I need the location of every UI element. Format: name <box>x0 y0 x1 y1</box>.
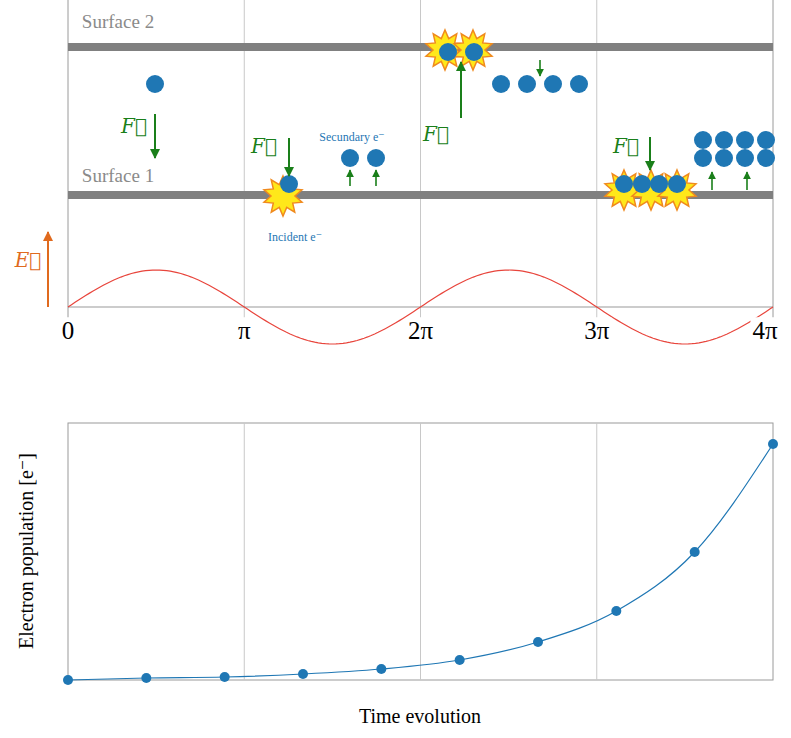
force-label: F⃗ <box>423 123 449 145</box>
electron <box>736 131 754 149</box>
tick-label: 2π <box>406 317 435 345</box>
electron <box>668 175 686 193</box>
data-point <box>455 655 465 665</box>
data-point <box>768 439 778 449</box>
grid-line <box>773 0 774 345</box>
force-label: F⃗ <box>251 135 277 157</box>
electron <box>341 149 359 167</box>
grid-line <box>244 0 245 345</box>
electron <box>518 75 536 93</box>
grid-line <box>68 0 69 345</box>
force-arrow <box>375 170 377 186</box>
electron <box>715 131 733 149</box>
field-label: E⃗ <box>15 249 42 271</box>
axis-title: Electron population [e⁻] <box>15 453 37 649</box>
electron <box>715 149 733 167</box>
impact-star <box>454 30 492 70</box>
electron <box>146 75 164 93</box>
surface-label: Surface 1 <box>82 166 154 187</box>
electron <box>544 75 562 93</box>
electron <box>694 149 712 167</box>
force-arrow <box>746 172 748 190</box>
grid-line <box>420 423 421 680</box>
electron <box>757 149 775 167</box>
force-arrow <box>711 172 713 190</box>
force-arrow <box>539 60 541 76</box>
force-arrow <box>288 138 290 176</box>
electron-label: Incident e⁻ <box>268 231 322 244</box>
data-point <box>611 606 621 616</box>
electron <box>633 175 651 193</box>
force-label: F⃗ <box>613 135 639 157</box>
chart-frame <box>68 423 773 680</box>
data-point <box>298 669 308 679</box>
electron <box>280 175 298 193</box>
electron-label: Secundary e⁻ <box>319 131 384 144</box>
force-arrow <box>154 114 156 158</box>
force-label: F⃗ <box>121 115 147 137</box>
impact-star <box>264 176 302 216</box>
force-arrow <box>460 62 462 118</box>
population-curve <box>68 444 773 680</box>
electric-field-wave <box>68 270 773 344</box>
grid-line <box>420 0 421 345</box>
grid-line <box>596 423 597 680</box>
tick-label: π <box>236 317 253 345</box>
data-point <box>141 673 151 683</box>
tick-label: 3π <box>582 317 611 345</box>
electron <box>367 149 385 167</box>
electron <box>650 175 668 193</box>
electron <box>439 43 457 61</box>
field-arrow <box>47 232 49 307</box>
force-arrow <box>349 170 351 186</box>
grid-line <box>244 423 245 680</box>
surface-label: Surface 2 <box>82 12 154 33</box>
axis-title: Time evolution <box>359 705 481 727</box>
force-arrow <box>649 137 651 170</box>
impact-star <box>426 30 464 70</box>
data-point <box>63 675 73 685</box>
surface-band <box>68 43 773 51</box>
impact-star <box>632 170 670 210</box>
electron <box>757 131 775 149</box>
data-point <box>533 637 543 647</box>
electron <box>465 43 483 61</box>
electron <box>736 149 754 167</box>
grid-line <box>596 0 597 345</box>
electron <box>492 75 510 93</box>
data-point <box>220 672 230 682</box>
electron <box>694 131 712 149</box>
tick-label: 4π <box>750 317 779 345</box>
data-point <box>376 664 386 674</box>
electron <box>615 175 633 193</box>
electron <box>570 75 588 93</box>
tick-label: 0 <box>60 317 77 345</box>
data-point <box>690 547 700 557</box>
